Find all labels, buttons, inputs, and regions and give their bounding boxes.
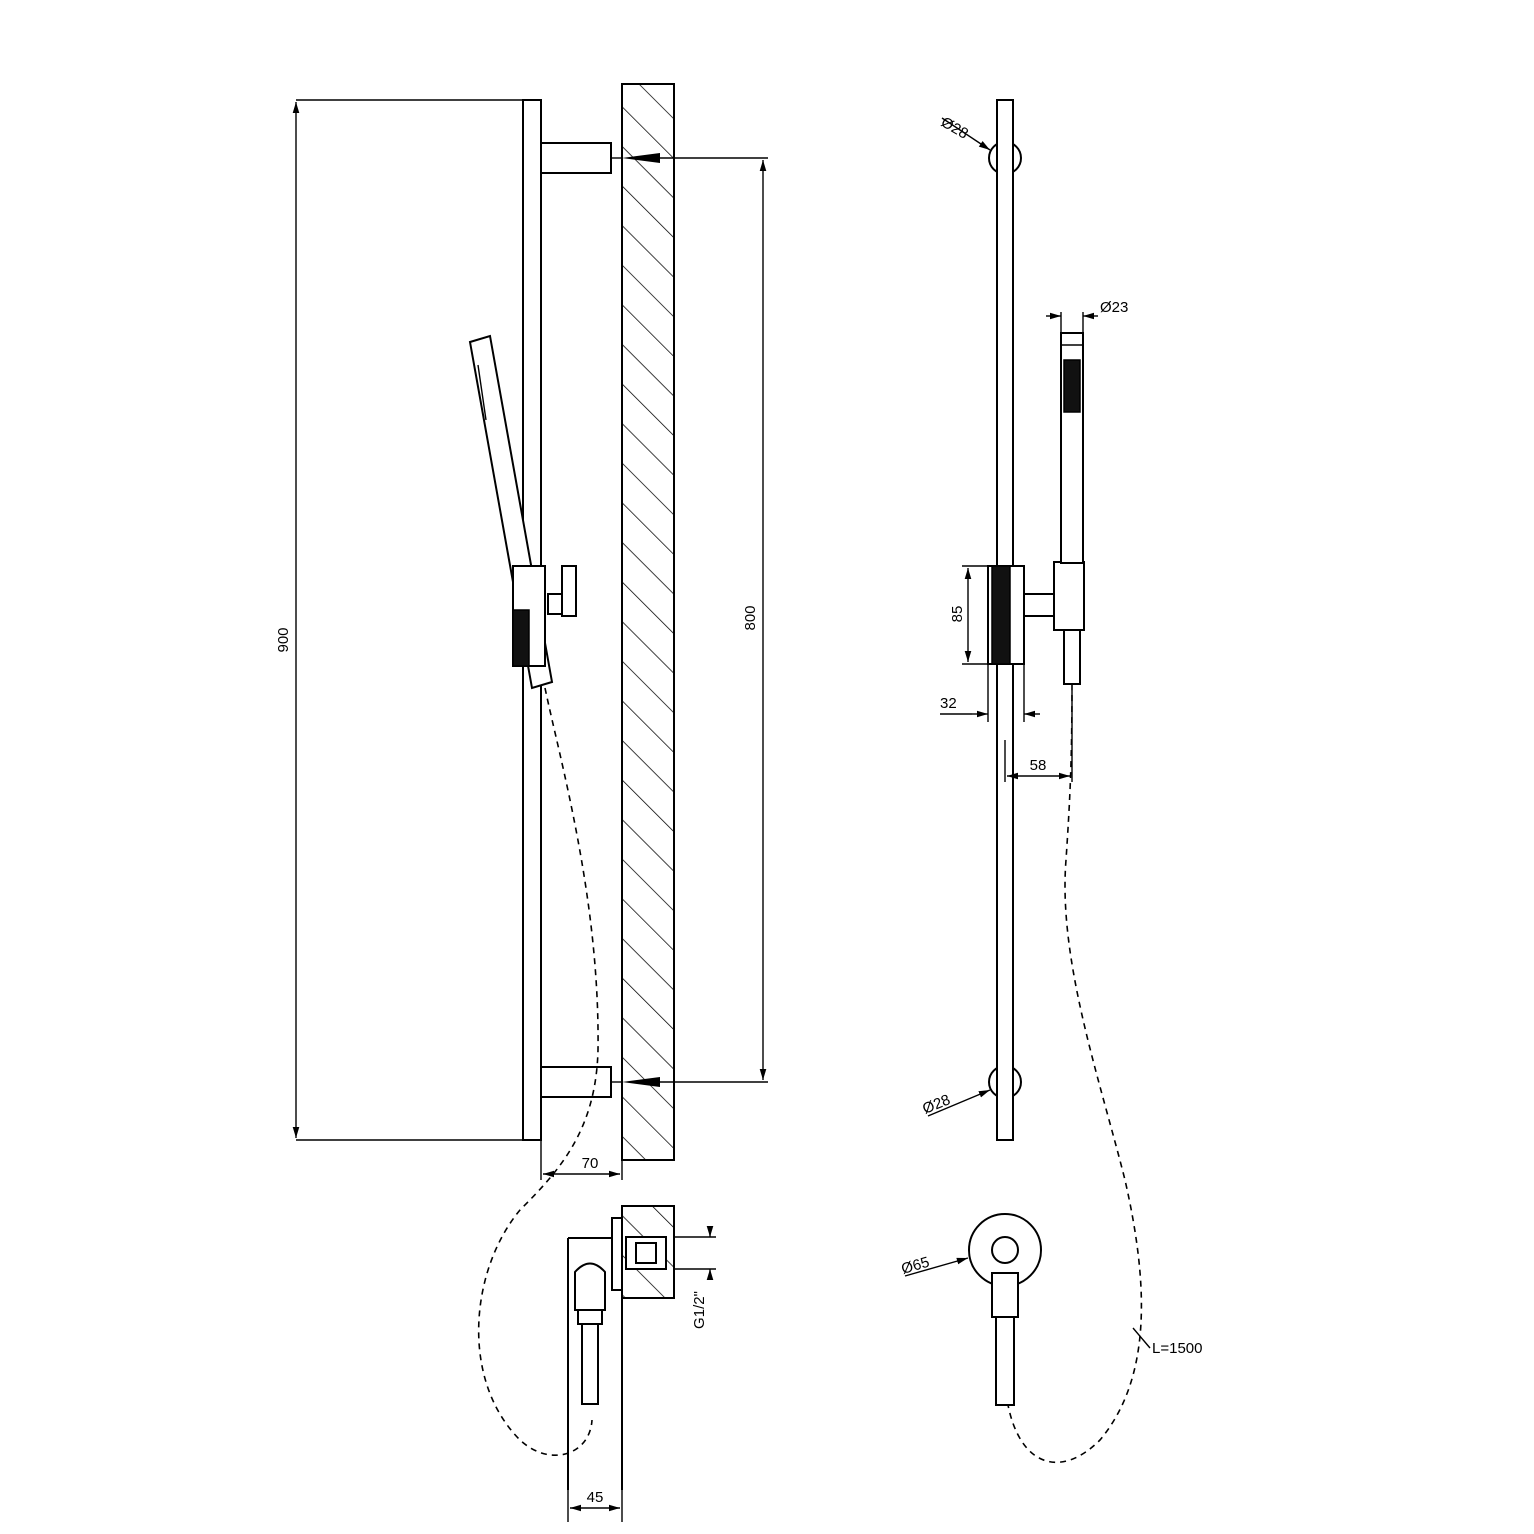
dim-outlet-offset: 45	[587, 1489, 604, 1506]
holder-pin-side	[561, 565, 577, 617]
wall-outlet-side	[567, 1205, 675, 1490]
dim-thread: G1/2"	[691, 1291, 708, 1329]
front-view: Ø28 Ø28 Ø23 85 32	[899, 99, 1202, 1464]
holder-clamp-front	[1053, 561, 1085, 631]
dim-holder-offset: 58	[1030, 757, 1047, 774]
side-view: 900 800 70 G1/2"	[275, 83, 768, 1522]
bracket-bottom	[540, 1066, 612, 1098]
dim-bracket-spacing: 800	[742, 605, 759, 630]
outlet-connector-front	[991, 1272, 1019, 1318]
dim-rail-diameter-top: Ø28	[938, 114, 971, 143]
wall-section	[621, 83, 675, 1161]
dim-hose-length: L=1500	[1152, 1340, 1202, 1357]
holder-knob-front	[1023, 593, 1055, 617]
outlet-hose-nut-front	[995, 1316, 1015, 1406]
hose-front	[1007, 683, 1143, 1464]
hose-side	[477, 687, 599, 1456]
hose-connector-front	[1063, 629, 1081, 685]
dim-slider-height: 85	[949, 606, 966, 623]
dim-flange-diameter: Ø65	[899, 1254, 931, 1278]
dim-wall-offset: 70	[582, 1155, 599, 1172]
screw-bottom-icon	[611, 1077, 660, 1087]
slider-grip-side	[512, 609, 530, 667]
dim-slider-depth: 32	[940, 695, 957, 712]
hand-shower-nozzles-icon	[1063, 359, 1081, 413]
dim-overall-height: 900	[275, 627, 292, 652]
bracket-top	[540, 142, 612, 174]
dim-rail-diameter-bottom: Ø28	[920, 1091, 953, 1117]
slider-grip-front	[991, 565, 1011, 665]
dim-handshower-diameter: Ø23	[1100, 299, 1128, 316]
screw-top-icon	[611, 153, 660, 163]
outlet-elbow-front	[991, 1236, 1019, 1264]
